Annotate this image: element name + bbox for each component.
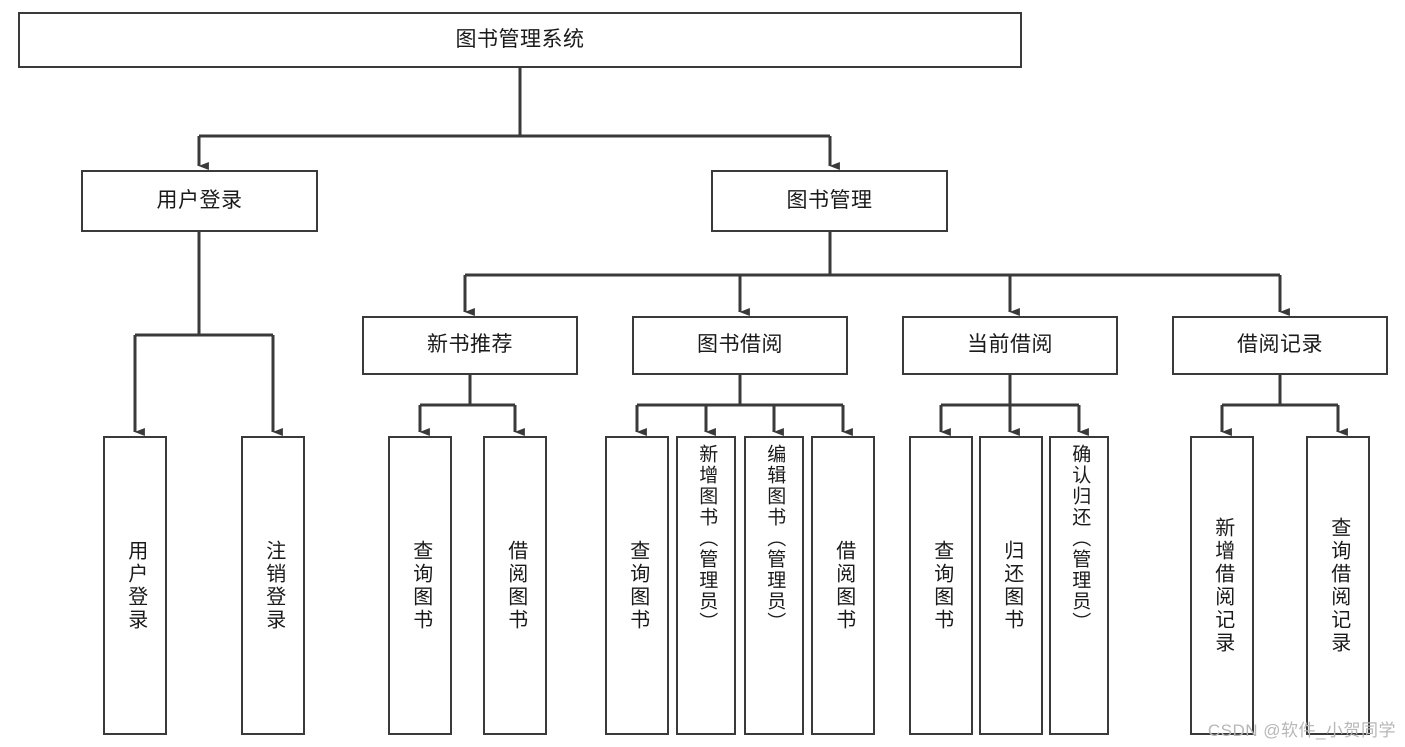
node-leaf-user-login[interactable]: 用户登录 [103, 436, 167, 735]
node-leaf-user-login-label: 用户登录 [124, 539, 147, 632]
node-current-borrow[interactable]: 当前借阅 [902, 316, 1118, 375]
node-leaf-borrow-book-recommend[interactable]: 借阅图书 [483, 436, 547, 735]
node-leaf-borrow-book[interactable]: 借阅图书 [811, 436, 875, 735]
node-leaf-return-book-label: 归还图书 [1000, 539, 1023, 632]
node-leaf-borrow-book-recommend-label: 借阅图书 [504, 539, 527, 632]
node-borrow-record-label: 借阅记录 [1237, 333, 1323, 357]
node-leaf-confirm-return-admin[interactable]: 确认归还（管理员） [1049, 436, 1109, 735]
node-book-management[interactable]: 图书管理 [711, 170, 948, 232]
node-leaf-add-book-admin-label: 新增图书（管理员） [696, 444, 718, 633]
node-leaf-logout-label: 注销登录 [262, 539, 285, 632]
node-leaf-edit-book-admin[interactable]: 编辑图书（管理员） [744, 436, 804, 735]
node-new-book-recommend[interactable]: 新书推荐 [362, 316, 578, 375]
node-book-borrow-label: 图书借阅 [697, 333, 783, 357]
node-borrow-record[interactable]: 借阅记录 [1172, 316, 1388, 375]
node-leaf-return-book[interactable]: 归还图书 [979, 436, 1043, 735]
node-leaf-add-book-admin[interactable]: 新增图书（管理员） [676, 436, 736, 735]
node-leaf-logout[interactable]: 注销登录 [241, 436, 305, 735]
node-new-book-recommend-label: 新书推荐 [427, 333, 513, 357]
node-leaf-edit-book-admin-label: 编辑图书（管理员） [764, 444, 786, 633]
node-leaf-confirm-return-admin-label: 确认归还（管理员） [1069, 444, 1091, 633]
node-root[interactable]: 图书管理系统 [18, 12, 1022, 68]
node-leaf-add-borrow-record-label: 新增借阅记录 [1211, 516, 1234, 655]
node-leaf-query-borrow-record[interactable]: 查询借阅记录 [1306, 436, 1370, 735]
node-leaf-query-book-current-label: 查询图书 [930, 539, 953, 632]
watermark-text: CSDN @软件_小贺同学 [1207, 721, 1396, 740]
node-leaf-add-borrow-record[interactable]: 新增借阅记录 [1190, 436, 1254, 735]
node-current-borrow-label: 当前借阅 [967, 333, 1053, 357]
node-leaf-query-book-recommend[interactable]: 查询图书 [388, 436, 452, 735]
node-leaf-borrow-book-label: 借阅图书 [832, 539, 855, 632]
node-root-label: 图书管理系统 [455, 27, 585, 51]
node-user-login[interactable]: 用户登录 [81, 170, 318, 232]
node-book-borrow[interactable]: 图书借阅 [632, 316, 848, 375]
node-book-management-label: 图书管理 [786, 188, 873, 212]
node-user-login-label: 用户登录 [156, 188, 243, 212]
node-leaf-query-borrow-record-label: 查询借阅记录 [1327, 516, 1350, 655]
node-leaf-query-book-current[interactable]: 查询图书 [909, 436, 973, 735]
node-leaf-query-book-borrow-label: 查询图书 [626, 539, 649, 632]
node-leaf-query-book-recommend-label: 查询图书 [409, 539, 432, 632]
node-leaf-query-book-borrow[interactable]: 查询图书 [605, 436, 669, 735]
